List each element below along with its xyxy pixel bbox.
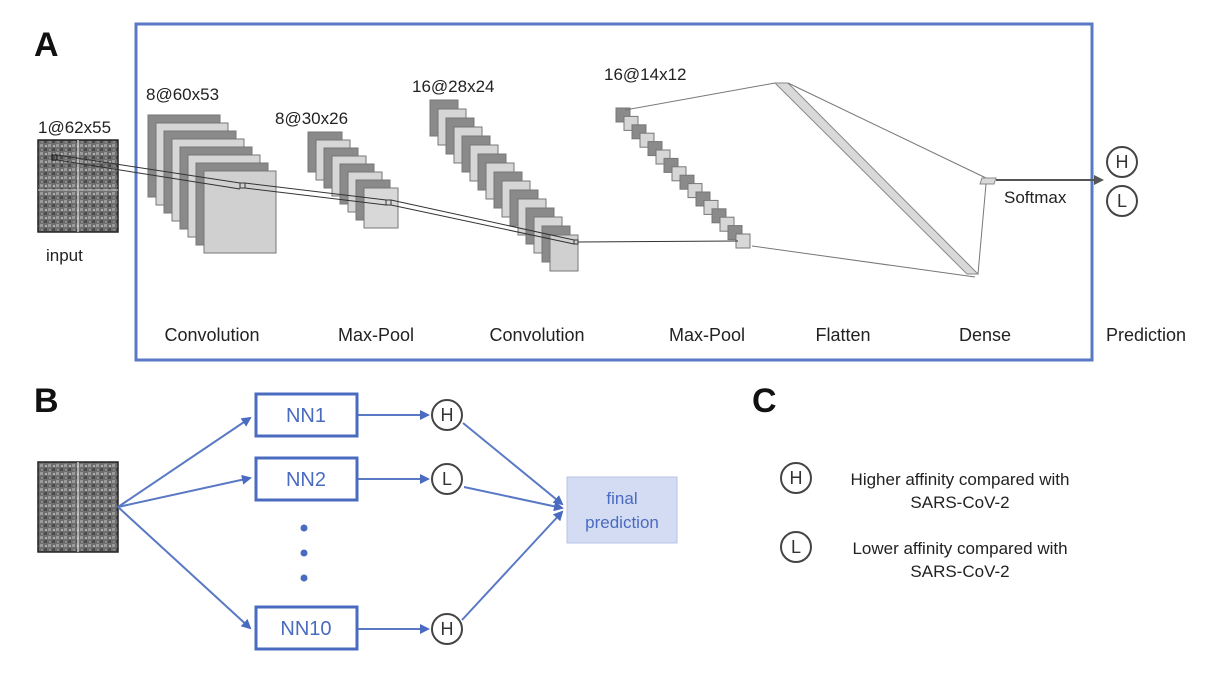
legend-h-symbol: H — [790, 468, 803, 488]
output-l-circle — [1106, 185, 1138, 217]
legend-h-circle — [780, 462, 812, 494]
panel-b-letter: B — [34, 382, 59, 420]
layer-size-pool1: 8@30x26 — [275, 109, 348, 128]
step-flatten: Flatten — [815, 325, 870, 345]
input-label: input — [46, 246, 83, 265]
feature-map — [549, 234, 579, 272]
panel-a-letter: A — [34, 26, 59, 64]
input-receptive-field — [51, 154, 58, 161]
step-convolution-1: Convolution — [164, 325, 259, 345]
nn10-box — [254, 605, 359, 651]
conv2-feature-maps — [429, 99, 579, 272]
nn10-output-circle — [431, 613, 463, 645]
final-prediction-box — [566, 476, 678, 544]
feature-map — [363, 187, 399, 229]
output-h-circle — [1106, 146, 1138, 178]
legend-h-line1: Higher affinity compared with — [851, 470, 1070, 489]
ellipsis-dot-1 — [300, 524, 308, 532]
ensemble-arrows — [117, 410, 564, 634]
step-maxpool-2: Max-Pool — [669, 325, 745, 345]
final-prediction-line2: prediction — [585, 513, 659, 532]
step-convolution-2: Convolution — [489, 325, 584, 345]
layer-size-conv2: 16@28x24 — [412, 77, 495, 96]
pool1-feature-maps — [307, 131, 399, 229]
legend-l-symbol: L — [791, 537, 801, 557]
panel-a-frame — [134, 22, 1094, 362]
softmax-label: Softmax — [1004, 188, 1067, 207]
legend-l-line2: SARS-CoV-2 — [910, 562, 1009, 581]
input-size-label: 1@62x55 — [38, 118, 111, 137]
feature-map — [735, 233, 751, 249]
output-l-label: L — [1117, 191, 1127, 211]
final-prediction-line1: final — [606, 489, 637, 508]
ellipsis-dot-3 — [300, 574, 308, 582]
step-dense: Dense — [959, 325, 1011, 345]
legend-l-circle — [780, 531, 812, 563]
ellipsis-dot-2 — [300, 549, 308, 557]
nn1-output-circle — [431, 399, 463, 431]
panel-c-letter: C — [752, 382, 777, 420]
dense-output-node — [979, 177, 997, 185]
flatten-vector — [773, 82, 980, 275]
flatten-dense-block — [624, 82, 997, 278]
legend-l-line1: Lower affinity compared with — [852, 539, 1067, 558]
nn10-output-label: H — [441, 619, 454, 639]
layer-size-conv1: 8@60x53 — [146, 85, 219, 104]
layer-size-pool2: 16@14x12 — [604, 65, 687, 84]
nn2-output-circle — [431, 463, 463, 495]
step-maxpool-1: Max-Pool — [338, 325, 414, 345]
nn2-label: NN2 — [286, 469, 326, 491]
nn1-label: NN1 — [286, 405, 326, 427]
output-h-label: H — [1116, 152, 1129, 172]
nn2-box — [254, 456, 359, 502]
nn1-output-label: H — [441, 405, 454, 425]
nn1-box — [254, 392, 359, 438]
step-prediction: Prediction — [1106, 325, 1186, 345]
receptive-field-connections — [56, 154, 739, 245]
nn2-output-label: L — [442, 469, 452, 489]
pool2-feature-maps — [615, 107, 751, 249]
nn10-label: NN10 — [280, 618, 331, 640]
legend-h-line2: SARS-CoV-2 — [910, 493, 1009, 512]
